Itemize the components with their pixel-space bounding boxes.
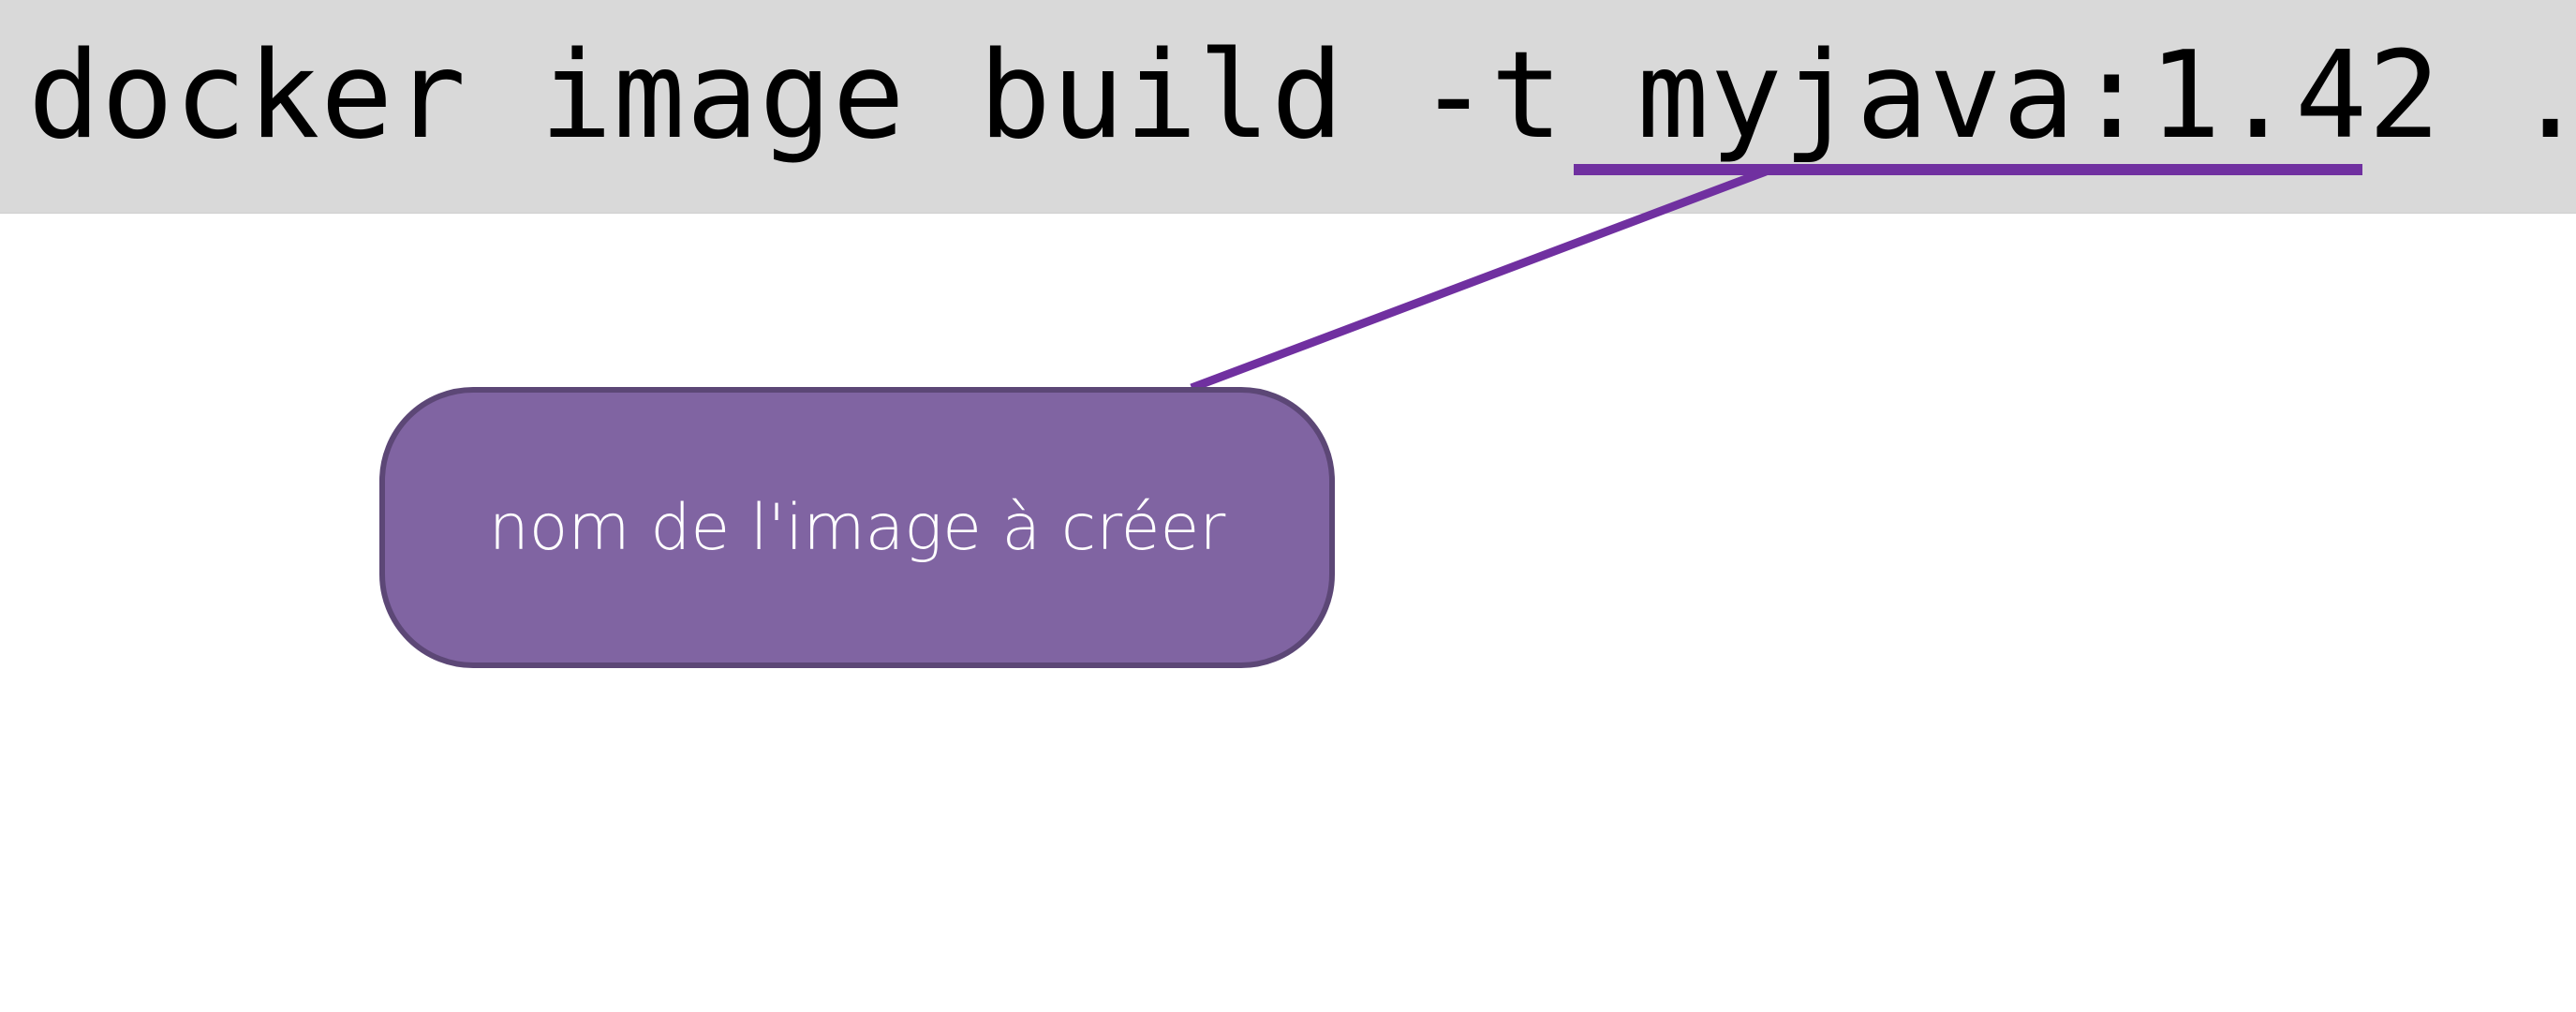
command-image-name: myjava:1.42 xyxy=(1636,26,2442,166)
command-line: docker image build -t myjava:1.42 . xyxy=(28,26,2576,167)
command-suffix: . xyxy=(2441,26,2576,166)
command-bar: docker image build -t myjava:1.42 . xyxy=(0,0,2576,214)
callout-box: nom de l'image à créer xyxy=(379,387,1335,668)
callout-label: nom de l'image à créer xyxy=(488,490,1226,565)
command-prefix: docker image build -t xyxy=(28,26,1637,166)
